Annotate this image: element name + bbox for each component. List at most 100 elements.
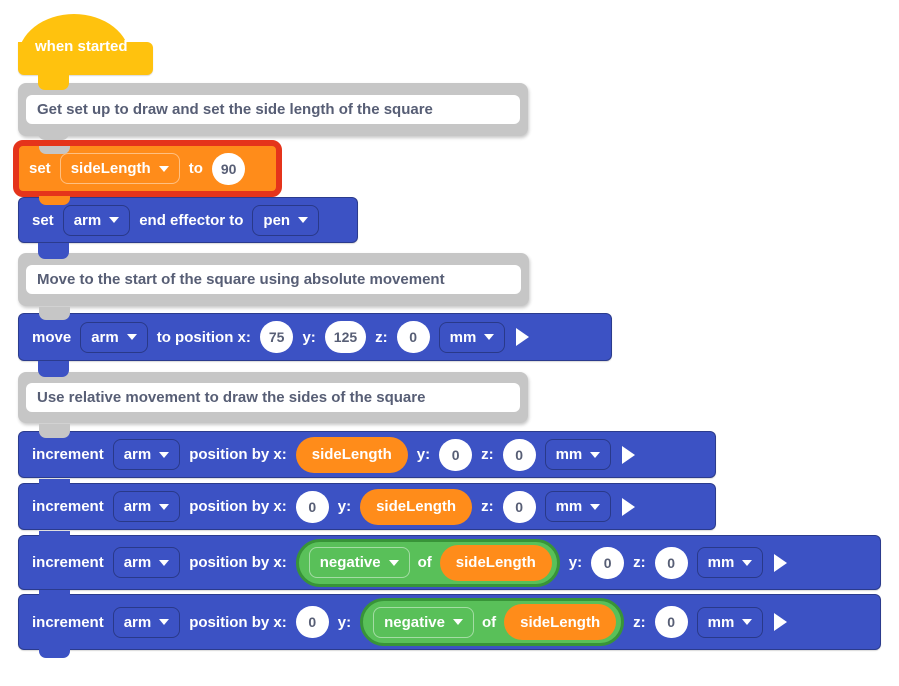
operator-dropdown-value: negative	[319, 554, 381, 571]
z-input[interactable]: 0	[654, 546, 688, 579]
set-keyword: set	[29, 160, 51, 177]
y-input[interactable]: 0	[591, 546, 625, 579]
unit-dropdown-value: mm	[555, 498, 583, 515]
dropdown-caret-icon	[159, 503, 170, 510]
connector-tab	[39, 531, 70, 542]
comment-text-box[interactable]: Use relative movement to draw the sides …	[26, 383, 520, 412]
device-dropdown[interactable]: arm	[80, 321, 148, 353]
connector-tab	[39, 196, 70, 205]
connector-tab	[38, 132, 69, 140]
set-keyword: set	[32, 211, 54, 229]
x-input[interactable]: 0	[295, 490, 329, 523]
run-block-button[interactable]	[622, 445, 636, 464]
variable-dropdown-value: sideLength	[70, 160, 151, 177]
unit-dropdown-value: mm	[707, 554, 735, 571]
dropdown-caret-icon	[452, 619, 463, 625]
variable-pill-sidelength[interactable]: sideLength	[360, 488, 473, 525]
comment-block-setup[interactable]: Get set up to draw and set the side leng…	[18, 75, 528, 140]
operator-dropdown[interactable]: negative	[373, 606, 474, 638]
value-input[interactable]: 90	[211, 152, 246, 185]
connector-tab	[38, 361, 69, 377]
dropdown-caret-icon	[109, 217, 120, 223]
tool-dropdown-value: pen	[263, 211, 291, 229]
z-label: z:	[481, 498, 494, 515]
block-increment-x-side[interactable]: increment arm position by x: sideLength …	[18, 424, 716, 478]
block-increment-y-side[interactable]: increment arm position by x: 0 y: sideLe…	[18, 479, 716, 530]
unit-dropdown[interactable]: mm	[544, 491, 612, 522]
comment-text-box[interactable]: Move to the start of the square using ab…	[26, 265, 521, 294]
device-dropdown-value: arm	[123, 554, 152, 571]
z-label: z:	[633, 613, 646, 631]
connector-tab	[39, 146, 70, 154]
variable-pill-sidelength[interactable]: sideLength	[439, 544, 552, 581]
dropdown-caret-icon	[742, 559, 753, 566]
device-dropdown-value: arm	[73, 211, 102, 229]
unit-dropdown[interactable]: mm	[438, 321, 506, 353]
device-dropdown[interactable]: arm	[112, 547, 181, 578]
block-move-absolute[interactable]: move arm to position x: 75 y: 125 z: 0 m…	[18, 307, 612, 361]
y-label: y:	[337, 498, 352, 515]
unit-dropdown[interactable]: mm	[696, 547, 764, 578]
to-label: to	[188, 160, 203, 177]
dropdown-caret-icon	[742, 619, 753, 625]
end-effector-label: end effector to	[139, 211, 244, 229]
y-input[interactable]: 125	[324, 321, 367, 353]
block-increment-x-negative[interactable]: increment arm position by x: negative of…	[18, 531, 881, 590]
y-label: y:	[302, 328, 316, 346]
z-input[interactable]: 0	[396, 321, 430, 353]
z-input[interactable]: 0	[502, 490, 536, 523]
dropdown-caret-icon	[159, 619, 170, 625]
dropdown-caret-icon	[484, 334, 495, 340]
y-input[interactable]: 0	[439, 438, 473, 471]
dropdown-caret-icon	[590, 451, 601, 458]
x-input[interactable]: 75	[259, 321, 294, 353]
y-label: y:	[416, 446, 431, 463]
block-increment-y-negative[interactable]: increment arm position by x: 0 y: negati…	[18, 590, 881, 658]
negative-of-operator[interactable]: negative of sideLength	[360, 598, 625, 646]
position-by-x-label: position by x:	[189, 446, 287, 463]
device-dropdown-value: arm	[123, 498, 152, 515]
device-dropdown[interactable]: arm	[112, 606, 181, 638]
run-block-button[interactable]	[774, 553, 788, 572]
unit-dropdown[interactable]: mm	[696, 606, 764, 638]
device-dropdown[interactable]: arm	[112, 439, 181, 470]
tool-dropdown[interactable]: pen	[252, 204, 320, 236]
run-block-button[interactable]	[516, 328, 530, 346]
dropdown-caret-icon	[126, 334, 137, 340]
position-by-x-label: position by x:	[189, 613, 287, 631]
connector-tab-bottom	[39, 648, 70, 658]
hat-body	[18, 42, 153, 75]
block-set-end-effector[interactable]: set arm end effector to pen	[18, 196, 358, 243]
of-label: of	[481, 613, 497, 631]
dropdown-caret-icon	[590, 503, 601, 510]
device-dropdown-value: arm	[91, 328, 119, 346]
run-block-button[interactable]	[774, 613, 788, 631]
x-input[interactable]: 0	[295, 606, 329, 638]
z-input[interactable]: 0	[502, 438, 536, 471]
operator-dropdown-value: negative	[384, 613, 445, 631]
block-when-started[interactable]: when started	[18, 14, 153, 75]
device-dropdown[interactable]: arm	[112, 491, 181, 522]
variable-pill-sidelength[interactable]: sideLength	[295, 436, 408, 473]
of-label: of	[417, 554, 432, 571]
connector-tab	[39, 307, 70, 320]
comment-block-absolute[interactable]: Move to the start of the square using ab…	[18, 243, 529, 306]
increment-keyword: increment	[32, 613, 104, 631]
run-block-button[interactable]	[622, 497, 636, 516]
device-dropdown[interactable]: arm	[62, 204, 131, 236]
variable-pill-sidelength[interactable]: sideLength	[504, 604, 617, 640]
position-by-x-label: position by x:	[189, 554, 287, 571]
connector-tab	[38, 243, 69, 259]
variable-dropdown[interactable]: sideLength	[59, 153, 180, 184]
comment-text-box[interactable]: Get set up to draw and set the side leng…	[26, 95, 520, 124]
connector-tab	[39, 590, 70, 601]
z-input[interactable]: 0	[654, 606, 688, 638]
connector-tab	[39, 424, 70, 438]
increment-keyword: increment	[32, 446, 104, 463]
unit-dropdown[interactable]: mm	[544, 439, 612, 470]
negative-of-operator[interactable]: negative of sideLength	[295, 538, 560, 587]
operator-dropdown[interactable]: negative	[308, 547, 410, 578]
comment-block-relative[interactable]: Use relative movement to draw the sides …	[18, 361, 528, 423]
dropdown-caret-icon	[159, 559, 170, 566]
